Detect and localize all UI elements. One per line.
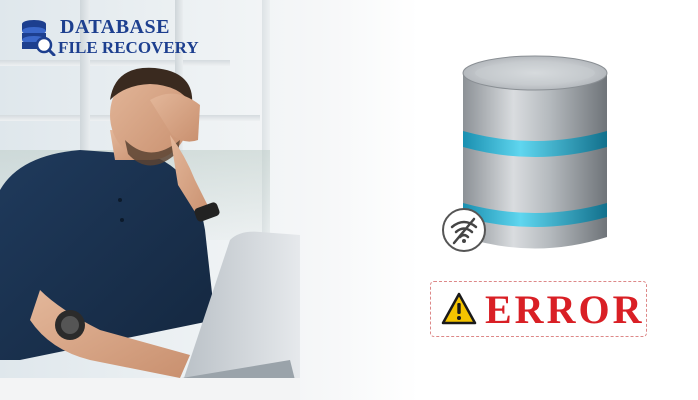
error-text: ERROR [485,287,645,332]
database-search-icon [22,20,56,56]
error-banner: ERROR [430,281,647,337]
warning-icon [441,292,477,325]
window-frame [0,60,230,66]
no-wifi-icon [442,208,486,252]
database-stack-icon [462,55,608,249]
stressed-man-photo [0,67,300,400]
logo-subtitle: FILE RECOVERY [58,38,199,57]
brand-logo[interactable]: DATABASE FILE RECOVERY [20,14,199,60]
logo-title: DATABASE [60,16,170,38]
